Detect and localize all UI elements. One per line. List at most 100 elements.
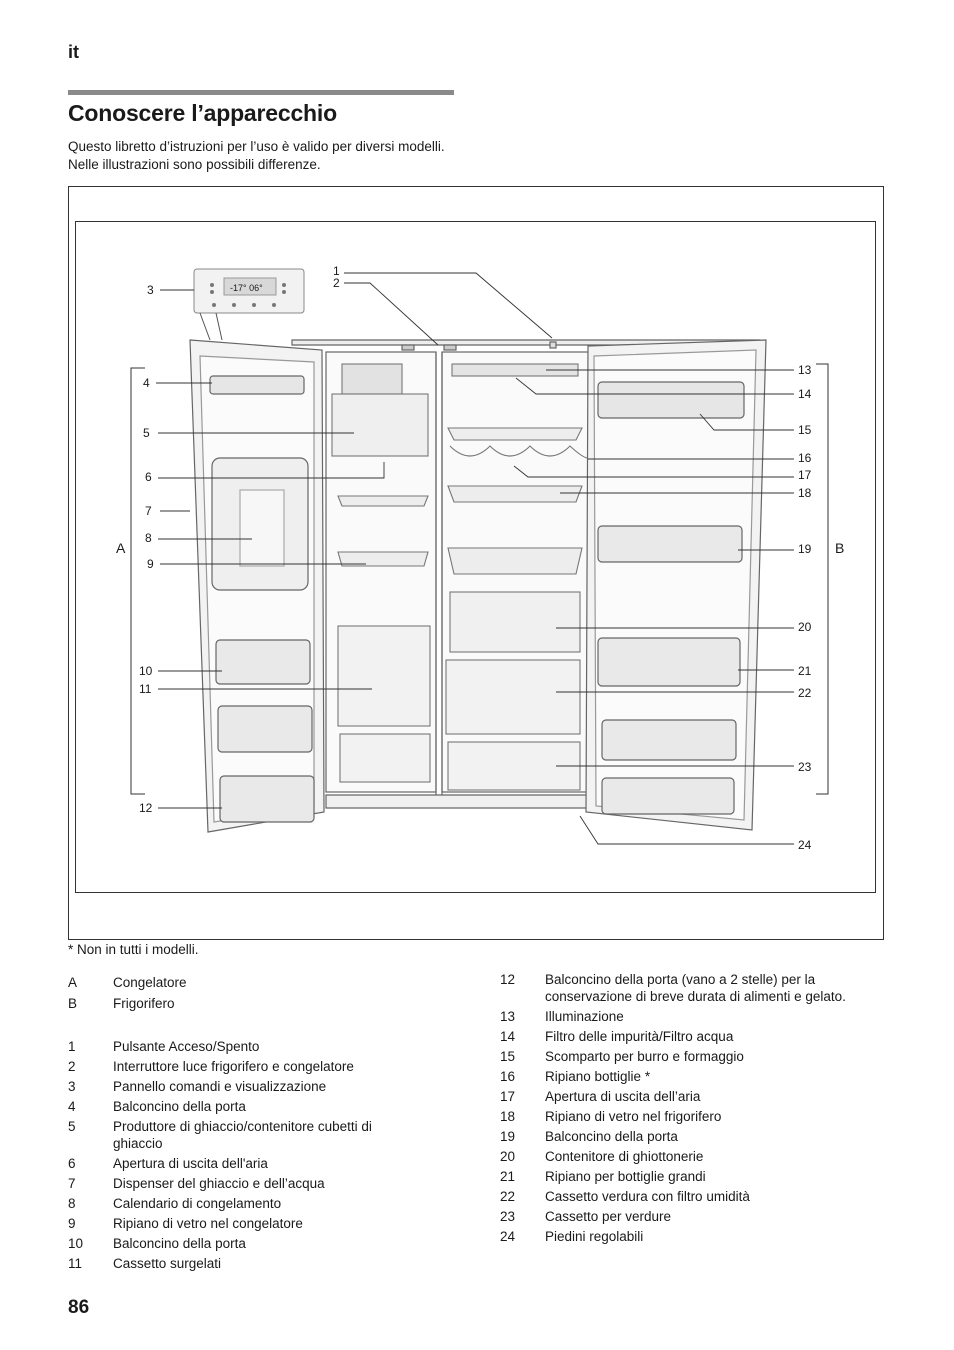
legend-text: Congelatore: [113, 975, 187, 990]
control-panel-inset: -17° 06°: [193, 268, 305, 341]
legend-text: Piedini regolabili: [545, 1229, 644, 1244]
legend-text: Pulsante Acceso/Spento: [113, 1039, 260, 1054]
legend-key: 12: [500, 972, 516, 987]
callout-numbers: 1 2 3 4 5 6 7 8 9 10 11 12 13 14 15 16 1…: [139, 264, 812, 852]
figure-inner-frame: [75, 221, 876, 893]
legend-left: A Congelatore B Frigorifero 1 Pulsante Acce…: [68, 974, 418, 1272]
callout-22: 22: [798, 686, 812, 700]
legend-key: 16: [500, 1069, 516, 1084]
legend-key: 8: [68, 1196, 76, 1211]
intro-text: Questo libretto d’istruzioni per l’uso è…: [68, 139, 445, 172]
fridge-interior: [445, 363, 591, 791]
legend-text: Apertura di uscita dell'aria: [113, 1156, 268, 1171]
legend-item: B Frigorifero: [68, 995, 418, 1012]
legend-item: 6 Apertura di uscita dell'aria: [68, 1155, 418, 1172]
callout-20: 20: [798, 620, 812, 634]
legend-item: 13 Illuminazione: [500, 1008, 860, 1025]
legend-text: Pannello comandi e visualizzazione: [113, 1079, 327, 1094]
legend-text: Frigorifero: [113, 996, 175, 1011]
callout-4: 4: [143, 376, 150, 390]
callout-7: 7: [145, 504, 152, 518]
legend-key: 2: [68, 1059, 76, 1074]
legend-key: 5: [68, 1119, 76, 1134]
legend-key: 14: [500, 1029, 516, 1044]
legend-item: 16 Ripiano bottiglie *: [500, 1068, 860, 1085]
callout-17: 17: [798, 468, 812, 482]
leader-lines: [156, 272, 794, 845]
callout-6: 6: [145, 470, 152, 484]
legend-item: 3 Pannello comandi e visualizzazione: [68, 1078, 418, 1095]
legend-item: 17 Apertura di uscita dell’aria: [500, 1088, 860, 1105]
legend-key: A: [68, 975, 78, 990]
legend-key: 22: [500, 1189, 516, 1204]
legend-text: Scomparto per burro e formaggio: [545, 1049, 744, 1064]
callout-1: 1: [333, 264, 340, 278]
legend-key: 17: [500, 1089, 516, 1104]
legend-key: B: [68, 996, 78, 1011]
legend-key: 18: [500, 1109, 516, 1124]
legend-text: Contenitore di ghiottonerie: [545, 1149, 704, 1164]
legend-key: 3: [68, 1079, 76, 1094]
legend-item: 8 Calendario di congelamento: [68, 1195, 418, 1212]
legend-item: 24 Piedini regolabili: [500, 1228, 860, 1245]
legend-text: Calendario di congelamento: [113, 1196, 282, 1211]
legend-text: Filtro delle impurità/Filtro acqua: [545, 1029, 734, 1044]
legend-text: Ripiano di vetro nel congelatore: [113, 1216, 303, 1231]
legend-text: Ripiano di vetro nel frigorifero: [545, 1109, 722, 1124]
legend-item: 12 Balconcino della porta (vano a 2 stell…: [500, 971, 850, 1005]
legend-text: Balconcino della porta: [113, 1236, 246, 1251]
legend-item: 2 Interruttore luce frigorifero e congela…: [68, 1058, 418, 1075]
callout-18: 18: [798, 486, 812, 500]
callout-8: 8: [145, 531, 152, 545]
callout-3: 3: [147, 283, 154, 297]
legend-text: Interruttore luce frigorifero e congelat…: [113, 1059, 354, 1074]
freezer-door: [189, 339, 325, 833]
callout-5: 5: [143, 426, 150, 440]
legend-item: A Congelatore: [68, 974, 418, 991]
legend-text: Ripiano bottiglie *: [545, 1069, 651, 1084]
callout-15: 15: [798, 423, 812, 437]
legend-item: 20 Contenitore di ghiottonerie: [500, 1148, 860, 1165]
legend-key: 9: [68, 1216, 76, 1231]
footnote: * Non in tutti i modelli.: [68, 942, 199, 957]
label-B: B: [835, 540, 844, 556]
callout-14: 14: [798, 387, 812, 401]
legend-key: 11: [68, 1256, 83, 1271]
legend-key: 1: [68, 1039, 76, 1054]
legend-key: 24: [500, 1229, 516, 1244]
legend-text: Balconcino della porta (vano a 2 stelle)…: [545, 972, 846, 1004]
callout-13: 13: [798, 363, 812, 377]
legend-text: Cassetto per verdure: [545, 1209, 672, 1224]
legend-text: Cassetto verdura con filtro umidità: [545, 1189, 750, 1204]
legend-key: 13: [500, 1009, 516, 1024]
page-number: 86: [68, 1297, 90, 1318]
legend-key: 6: [68, 1156, 76, 1171]
figure-frame: [68, 186, 884, 940]
legend-key: 19: [500, 1129, 516, 1144]
callout-24: 24: [798, 838, 812, 852]
legend-item: 5 Produttore di ghiaccio/contenitore cube…: [68, 1118, 403, 1152]
legend-item: 18 Ripiano di vetro nel frigorifero: [500, 1108, 860, 1125]
legend-text: Illuminazione: [545, 1009, 624, 1024]
legend-key: 21: [500, 1169, 516, 1184]
callout-16: 16: [798, 451, 812, 465]
page-title: Conoscere l’apparecchio: [68, 100, 337, 126]
callout-21: 21: [798, 664, 812, 678]
display-readout: -17° 06°: [230, 283, 263, 293]
legend-key: 20: [500, 1149, 516, 1164]
callout-2: 2: [333, 276, 340, 290]
legend-text: Apertura di uscita dell’aria: [545, 1089, 701, 1104]
legend-text: Produttore di ghiaccio/contenitore cubet…: [113, 1119, 372, 1151]
fridge-door: [585, 339, 767, 831]
language-tag: it: [68, 42, 79, 62]
callout-9: 9: [147, 557, 154, 571]
